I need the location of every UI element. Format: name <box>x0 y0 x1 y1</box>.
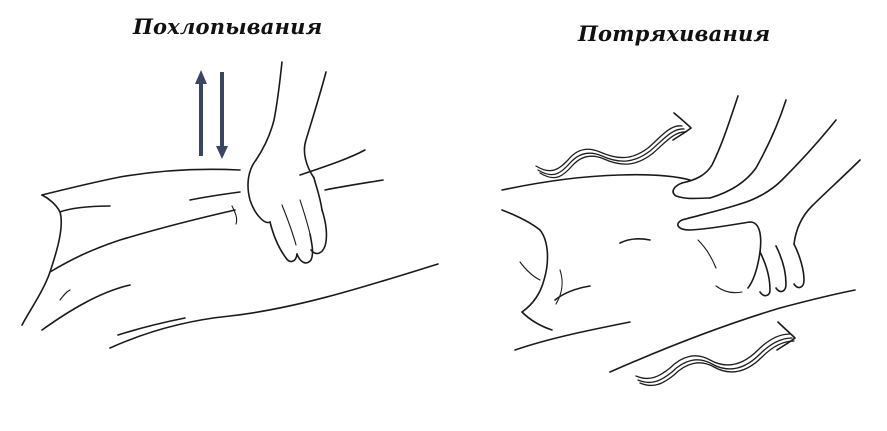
up-down-arrows-icon <box>195 70 228 159</box>
tapping-illustration <box>21 61 439 349</box>
shaking-panel: Потряхивания <box>460 0 887 431</box>
shaking-illustration <box>501 95 861 387</box>
body-outline <box>501 173 856 373</box>
body-outline <box>21 149 439 349</box>
tapping-panel: Похлопывания <box>21 14 439 349</box>
wavy-arrow-icon-lower <box>635 321 796 387</box>
shaking-hands <box>672 95 861 297</box>
shaking-title: Потряхивания <box>578 21 771 46</box>
tapping-hand <box>247 61 328 264</box>
tapping-title: Похлопывания <box>133 14 323 39</box>
wavy-arrow-icon <box>535 112 692 179</box>
